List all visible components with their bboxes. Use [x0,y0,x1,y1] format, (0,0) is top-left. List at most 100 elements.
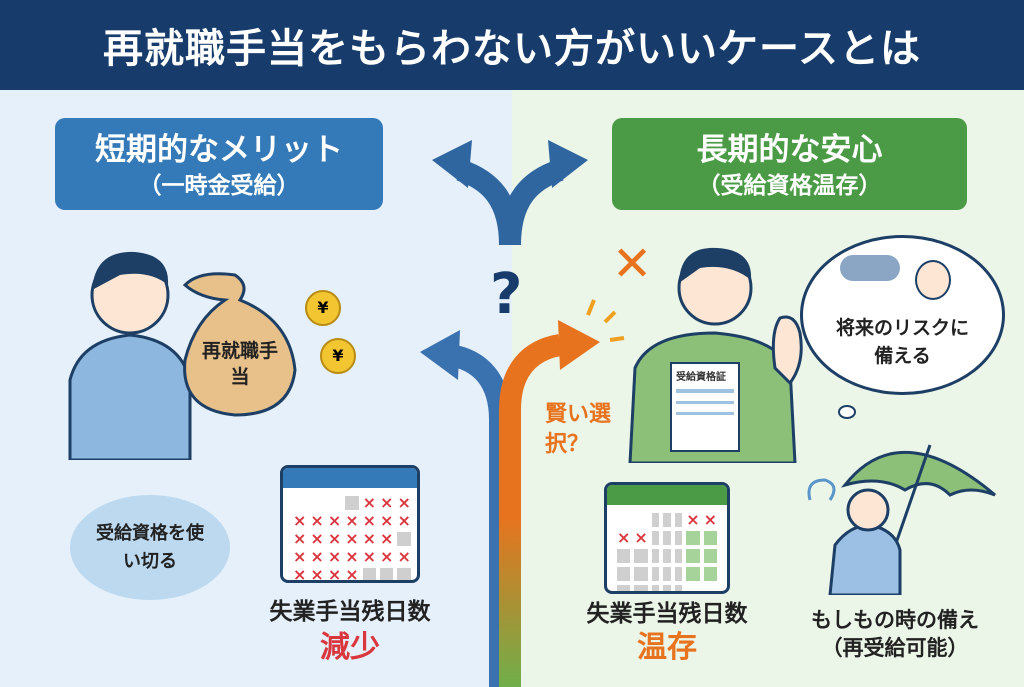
used-day-cross-icon: × [380,529,394,548]
calendar-day [703,549,717,563]
empty-day [310,496,323,510]
used-day-cross-icon: × [327,565,342,583]
calendar-day [703,531,717,545]
used-day-cross-icon: × [327,529,342,548]
yen-coin-icon: ¥ [305,290,341,326]
used-day-cross-icon: × [310,565,324,583]
rain-cloud-icon [840,255,900,281]
calendar-day [634,567,648,581]
calendar-day [674,513,683,527]
empty-day [686,585,699,591]
used-day-cross-icon: × [634,528,648,547]
used-day-cross-icon: × [397,547,411,566]
used-day-cross-icon: × [293,511,307,530]
yen-coin-icon: ¥ [320,338,356,374]
used-day-cross-icon: × [310,529,324,548]
calendar-day [617,585,631,591]
calendar-day [663,549,671,563]
used-day-cross-icon: × [362,547,377,566]
used-day-cross-icon: × [310,511,324,530]
used-day-cross-icon: × [703,510,717,529]
calendar-day [345,496,359,510]
calendar-day [686,567,700,581]
left-subheading: （一時金受給） [138,173,300,199]
used-day-cross-icon: × [397,511,411,530]
calendar-day [686,531,700,545]
smart-choice-label: 賢い選択？ [545,402,612,457]
left-heading: 短期的なメリット [95,132,343,168]
used-day-cross-icon: × [327,547,342,566]
left-result: 減少 [320,630,380,665]
used-day-cross-icon: × [380,547,394,566]
calendar-day [617,549,631,563]
calendar-day [651,531,660,545]
right-heading: 長期的な安心 [696,132,883,168]
used-day-cross-icon: × [310,547,324,566]
calendar-left: ××××××××××××××××××××××××××× [280,465,420,583]
thought-text: 将来のリスクに備える [835,317,969,367]
used-day-cross-icon: × [362,529,377,548]
empty-day [704,585,717,591]
happy-man-with-money-bag-icon [68,251,297,460]
long-term-security-box: 長期的な安心 （受給資格温存） [612,118,967,210]
left-calendar-caption: 失業手当残日数 [269,599,431,625]
calendar-day [651,513,660,527]
calendar-day [686,549,700,563]
fork-arrows-icon [420,140,625,687]
empty-day [293,496,306,510]
right-result: 温存 [637,630,697,665]
calendar-day [674,585,683,591]
speech-text: 受給資格を使い切る [96,522,204,572]
used-day-cross-icon: × [293,547,307,566]
calendar-right: ×××× [604,482,730,594]
calendar-day [674,549,683,563]
umbrella-caption-1: もしもの時の備え [811,608,979,632]
thought-dot [838,405,856,419]
worried-face-icon [915,260,951,300]
used-day-cross-icon: × [345,565,359,583]
used-day-cross-icon: × [345,529,359,548]
used-day-cross-icon: × [397,493,411,512]
calendar-day [703,567,717,581]
calendar-day [397,568,411,580]
short-term-merit-box: 短期的なメリット （一時金受給） [55,118,383,210]
calendar-day [674,531,683,545]
used-day-cross-icon: × [686,510,700,529]
calendar-day [617,567,631,581]
calendar-day [362,568,377,580]
right-calendar-caption: 失業手当残日数 [586,601,748,627]
empty-day [617,513,630,527]
calendar-day [634,549,648,563]
calendar-day [634,585,648,591]
eligibility-certificate: 受給資格証 [670,362,740,452]
calendar-day [674,567,683,581]
umbrella-caption-2: （再受給可能） [821,636,969,660]
calendar-day [651,585,660,591]
used-day-cross-icon: × [362,511,377,530]
empty-day [328,496,341,510]
used-day-cross-icon: × [327,511,342,530]
right-subheading: （受給資格温存） [697,173,882,199]
speech-bubble: 受給資格を使い切る [70,495,230,600]
used-day-cross-icon: × [345,511,359,530]
used-day-cross-icon: × [380,511,394,530]
calendar-day [397,532,411,546]
used-day-cross-icon: × [345,547,359,566]
used-day-cross-icon: × [293,529,307,548]
calendar-day [663,531,671,545]
calendar-day [663,513,671,527]
used-day-cross-icon: × [362,493,377,512]
thought-bubble: 将来のリスクに備える [800,235,1005,395]
used-day-cross-icon: × [617,528,631,547]
used-day-cross-icon: × [380,493,394,512]
page-title: 再就職手当をもらわない方がいいケースとは [0,0,1024,90]
money-bag-label: 再就職手当 [201,340,278,388]
calendar-day [380,568,394,580]
umbrella-man-icon [807,444,996,595]
certificate-label: 受給資格証 [676,372,726,383]
calendar-day [651,549,660,563]
question-mark: ? [490,262,523,327]
calendar-day [651,567,660,581]
calendar-day [663,585,671,591]
used-day-cross-icon: × [293,565,307,583]
